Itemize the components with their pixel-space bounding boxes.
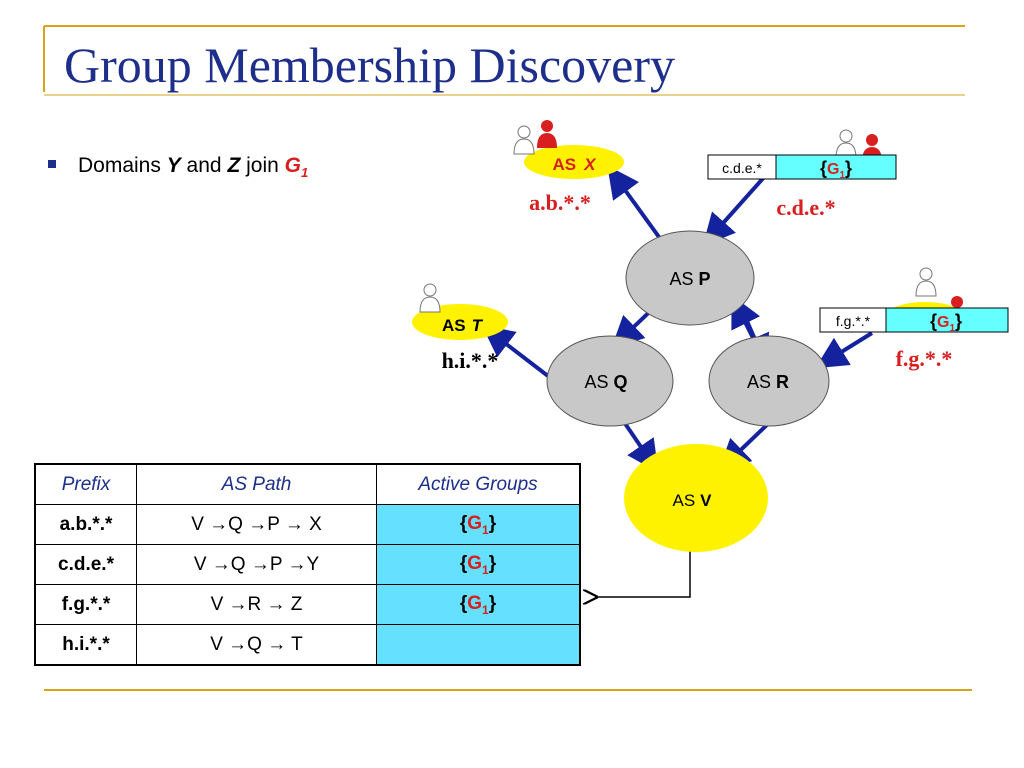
bullet-text-join: join	[240, 154, 285, 177]
bullet-square-icon	[48, 160, 56, 169]
node-as-t	[412, 304, 508, 340]
user-icon	[419, 283, 441, 313]
member-user-icon	[951, 296, 963, 308]
arrow-v-to-table	[595, 550, 691, 597]
member-user-icon	[537, 120, 557, 148]
cell-prefix: a.b.*.*	[34, 504, 137, 545]
advert-fg-prefix: f.g.*.*	[836, 313, 871, 329]
page-title: Group Membership Discovery	[64, 37, 675, 93]
node-as-r	[708, 335, 830, 427]
arrow-z-to-r	[815, 331, 874, 369]
table-row: a.b.*.* V →Q →P → X {G1}	[34, 504, 581, 545]
cell-prefix: h.i.*.*	[34, 624, 137, 666]
cell-prefix: c.d.e.*	[34, 544, 137, 585]
cell-prefix: f.g.*.*	[34, 584, 137, 625]
column-header-active-groups: Active Groups	[376, 463, 581, 505]
advert-cde-group-box	[775, 154, 897, 180]
column-header-prefix: Prefix	[34, 463, 137, 505]
cell-active-groups	[376, 624, 581, 666]
arrow-p-to-x	[607, 165, 666, 246]
node-as-p	[625, 230, 755, 326]
node-as-t-prefix: h.i.*.*	[442, 348, 499, 373]
cell-as-path: V →Q →P → X	[136, 504, 377, 545]
node-as-v	[624, 444, 768, 552]
advert-fg-group-box	[885, 307, 1009, 333]
user-icon	[915, 267, 937, 297]
bullet-domain-z: Z	[227, 154, 241, 177]
cell-active-groups: {G1}	[376, 504, 581, 545]
node-as-r-prefix: f.g.*.*	[896, 346, 953, 371]
table-header-row: Prefix AS Path Active Groups	[34, 463, 581, 505]
table-row: c.d.e.* V →Q →P →Y {G1}	[34, 544, 581, 585]
bullet-domain-y: Y	[166, 154, 181, 177]
cell-active-groups: {G1}	[376, 544, 581, 585]
node-as-q	[546, 335, 674, 427]
advert-fg-prefix-box	[819, 307, 887, 333]
user-icon	[835, 129, 857, 159]
node-y-prefix: c.d.e.*	[776, 195, 835, 220]
table-row: h.i.*.* V →Q → T	[34, 624, 581, 666]
advert-cde-prefix: c.d.e.*	[722, 160, 762, 176]
column-header-as-path: AS Path	[136, 463, 377, 505]
advert-cde-group: {G1}	[820, 158, 852, 181]
bullet-text-and: and	[180, 154, 228, 177]
user-icon	[513, 125, 535, 155]
advert-cde-prefix-box	[707, 154, 777, 180]
node-as-x	[524, 145, 624, 179]
node-as-x-prefix: a.b.*.*	[529, 190, 591, 215]
bullet-group: G1	[284, 154, 309, 181]
table-row: f.g.*.* V →R → Z {G1}	[34, 584, 581, 625]
arrow-q-to-t	[481, 325, 550, 378]
cell-active-groups: {G1}	[376, 584, 581, 625]
advert-fg-group: {G1}	[930, 311, 962, 334]
bullet-text: Domains	[78, 154, 167, 177]
cell-as-path: V →Q →P →Y	[136, 544, 377, 585]
cell-as-path: V →Q → T	[136, 624, 377, 666]
cell-as-path: V →R → Z	[136, 584, 377, 625]
routing-table: Prefix AS Path Active Groups a.b.*.* V →…	[34, 463, 581, 666]
bullet-item: Domains Y and Z join G1	[48, 154, 308, 180]
arrow-y-to-p	[702, 173, 768, 246]
